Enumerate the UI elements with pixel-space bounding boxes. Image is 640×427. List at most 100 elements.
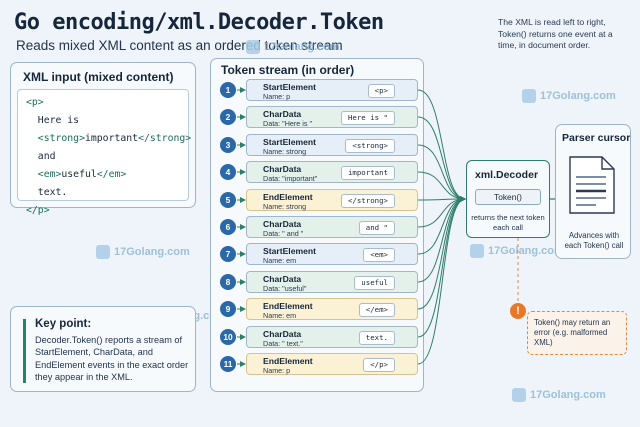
token-number-badge: 8 [220, 274, 236, 290]
decoder-title: xml.Decoder [475, 169, 539, 181]
token-to-decoder-arrow [417, 89, 466, 202]
xml-tag-text: <p> [26, 97, 44, 108]
xml-code-line: </p> [26, 202, 191, 220]
xml-text: important [84, 133, 139, 144]
token-kind: CharData [263, 164, 302, 174]
token-value-chip: <p> [367, 84, 395, 98]
token-detail: Name: strong [263, 147, 307, 156]
token-kind: EndElement [263, 356, 313, 366]
token-kind: CharData [263, 219, 302, 229]
xml-code: <p> Here is <strong>important</strong> a… [26, 94, 191, 220]
token-stream-title: Token stream (in order) [221, 63, 355, 77]
xml-code-line: <em>useful</em> [26, 166, 191, 184]
xml-text: Here is [26, 115, 80, 126]
watermark: 17Golang.com [470, 244, 564, 258]
xml-tag-text: <strong> [26, 133, 85, 144]
token-value-chip: text. [358, 331, 395, 345]
xml-tag-text: </strong> [138, 133, 192, 144]
token-number-badge: 11 [220, 356, 236, 372]
document-icon [569, 156, 615, 214]
token-to-decoder-arrow [417, 196, 466, 338]
key-point-text: Decoder.Token() reports a stream of Star… [35, 335, 189, 382]
token-kind: CharData [263, 109, 302, 119]
token-value-chip: </p> [363, 358, 395, 372]
page-title: Go encoding/xml.Decoder.Token [14, 10, 384, 35]
xml-tag-text: </em> [96, 169, 127, 180]
token-value-chip: useful [354, 276, 395, 290]
token-kind: CharData [263, 329, 302, 339]
token-to-decoder-arrow [417, 144, 466, 202]
token-detail: Data: "useful" [263, 284, 307, 293]
parser-cursor-title: Parser cursor [562, 132, 631, 144]
xml-input-panel: XML input (mixed content) <p> Here is <s… [10, 62, 196, 216]
key-point-accent-bar [23, 319, 26, 383]
token-detail: Name: em [263, 256, 297, 265]
token-number-badge: 1 [220, 82, 236, 98]
token-number-badge: 2 [220, 109, 236, 125]
xml-code-box: <p> Here is <strong>important</strong> a… [17, 89, 191, 216]
token-value-chip: <em> [363, 248, 395, 262]
token-to-decoder-arrow [417, 116, 466, 202]
token-method-button[interactable]: Token() [475, 189, 541, 205]
token-value-chip: Here is " [340, 111, 395, 125]
watermark: 17Golang.com [522, 89, 616, 103]
xml-code-line: Here is [26, 112, 191, 130]
token-detail: Data: " text." [263, 339, 303, 348]
token-detail: Data: "Here is " [263, 119, 313, 128]
xml-code-line: <p> [26, 94, 191, 112]
token-to-decoder-arrow [417, 196, 466, 365]
watermark-logo-icon [522, 89, 536, 103]
token-value-chip: </em> [358, 303, 395, 317]
key-point-title: Key point: [35, 318, 92, 330]
token-to-decoder-arrow [417, 171, 466, 202]
watermark-logo-icon [512, 388, 526, 402]
token-detail: Data: " and " [263, 229, 304, 238]
xml-code-line: and [26, 148, 191, 166]
token-number-badge: 9 [220, 301, 236, 317]
watermark-logo-icon [96, 245, 110, 259]
token-kind: EndElement [263, 192, 313, 202]
watermark-logo-icon [470, 244, 484, 258]
xml-tag-text: </p> [26, 205, 50, 216]
warning-icon: ! [510, 303, 526, 319]
xml-text: and [26, 151, 56, 162]
token-number-badge: 3 [220, 137, 236, 153]
watermark: 17Golang.com [512, 388, 606, 402]
token-detail: Data: "important" [263, 174, 318, 183]
token-number-badge: 6 [220, 219, 236, 235]
token-to-decoder-arrow [417, 196, 466, 255]
parser-cursor-panel: Parser cursor Advances with each Token()… [555, 124, 631, 259]
xml-input-title: XML input (mixed content) [23, 70, 174, 84]
token-to-decoder-arrow [417, 196, 466, 283]
token-value-chip: important [340, 166, 395, 180]
watermark-logo-icon [246, 40, 260, 54]
xml-tag-text: <em> [26, 169, 62, 180]
xml-text: useful [61, 169, 97, 180]
xml-decoder-box: xml.Decoder Token() returns the next tok… [466, 160, 550, 238]
key-point-panel: Key point: Decoder.Token() reports a str… [10, 306, 196, 392]
error-note-text: Token() may return an error (e.g. malfor… [534, 318, 611, 348]
token-detail: Name: em [263, 311, 297, 320]
token-value-chip: and " [358, 221, 395, 235]
xml-text: text. [26, 187, 68, 198]
reading-order-note: The XML is read left to right, Token() r… [498, 17, 613, 50]
token-detail: Name: p [263, 366, 291, 375]
error-note-box: Token() may return an error (e.g. malfor… [527, 311, 627, 355]
watermark: 17Golang.com [96, 245, 190, 259]
token-kind: StartElement [263, 137, 317, 147]
decoder-note: returns the next token each call [471, 213, 545, 232]
parser-cursor-note: Advances with each Token() call [564, 231, 624, 250]
token-kind: CharData [263, 274, 302, 284]
token-kind: EndElement [263, 301, 313, 311]
token-number-badge: 7 [220, 246, 236, 262]
xml-code-line: <strong>important</strong> [26, 130, 191, 148]
